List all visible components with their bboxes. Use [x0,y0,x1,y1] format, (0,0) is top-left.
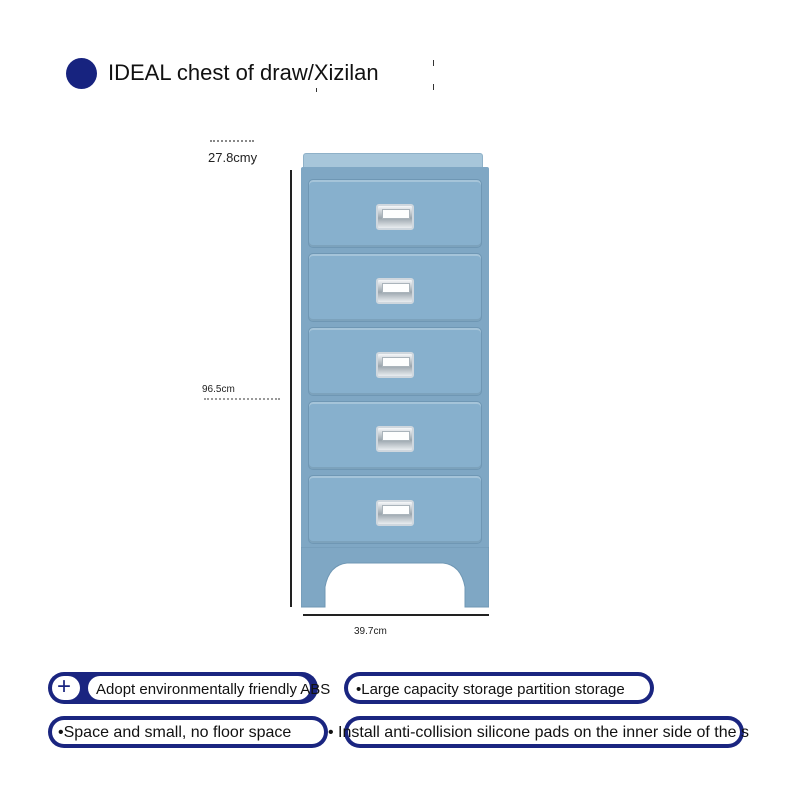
depth-label-ghost [210,140,254,146]
drawer-handle-icon [376,204,414,230]
drawer-handle-icon [376,426,414,452]
feature-badge-space [48,716,328,748]
feature-pill [348,720,740,744]
drawer-handle-icon [376,278,414,304]
feature-text-capacity: •Large capacity storage partition storag… [356,681,625,698]
title-tick-mark [433,84,434,90]
drawer [308,475,482,544]
drawer-handle-icon [376,500,414,526]
plus-circle [52,676,80,700]
height-dimension-label: 96.5cm [202,384,235,395]
drawer [308,327,482,396]
drawer-handle-icon [376,352,414,378]
feature-badge-silicone [344,716,744,748]
page-title: IDEAL chest of draw/Xizilan [108,60,379,85]
title-tick-mark [316,88,317,92]
feature-badge-capacity [344,672,654,704]
height-label-ghost [204,398,280,401]
feature-text-space: •Space and small, no floor space [58,724,292,741]
height-dimension-line [290,170,292,607]
depth-dimension-label: 27.8cmy [208,150,258,165]
width-dimension-label: 39.7cm [354,626,387,637]
drawer [308,179,482,248]
chest-body [301,167,489,608]
chest-legs [301,547,489,608]
width-dimension-line [303,614,489,616]
feature-pill [348,676,650,700]
feature-badge-eco [48,672,318,704]
drawer [308,401,482,470]
feature-text-eco: Adopt environmentally friendly ABS [96,681,331,698]
chest-of-drawers-image [301,153,489,608]
feature-pill [52,720,324,744]
title-bullet-icon [66,58,97,89]
feature-pill [88,676,310,700]
title-tick-mark [433,60,434,66]
drawer [308,253,482,322]
plus-icon: + [57,673,72,700]
feature-text-silicone: • Install anti-collision silicone pads o… [328,724,749,741]
